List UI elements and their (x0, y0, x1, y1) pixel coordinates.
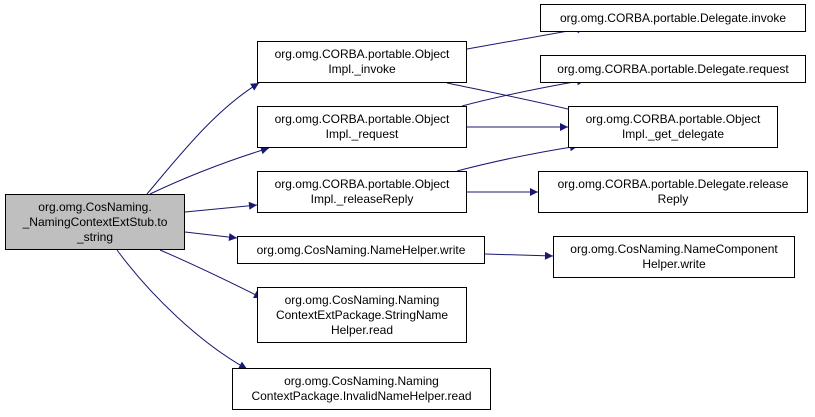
node-label-line: org.omg.CosNaming.Naming (284, 374, 439, 388)
node-label-line: org.omg.CORBA.portable.Object (585, 112, 761, 126)
node-label-line: org.omg.CORBA.portable.Object (274, 177, 450, 191)
edge-objimpl_request-to-delegate_request (461, 77, 586, 107)
node-label-line: org.omg.CosNaming.Naming (284, 292, 440, 307)
node-label-line: Impl._get_delegate (621, 127, 725, 141)
node-label-line: org.omg.CORBA.portable.Object (274, 112, 450, 126)
edge-namehelper_write-to-namecomponenthelper_write (484, 251, 554, 260)
node-label-line: org.omg.CosNaming.NameHelper.write (256, 242, 466, 257)
node-label-line: org.omg.CORBA.portable.Delegate.invoke (559, 10, 787, 25)
node-label-line: Impl._releaseReply (310, 192, 414, 206)
node-label-line: Impl._invoke (328, 62, 396, 76)
node-label-line: Impl._request (325, 127, 399, 141)
node-delegate-invoke[interactable]: org.omg.CORBA.portable.Delegate.invoke (540, 4, 806, 32)
edge-to_string-to-namehelper_write (184, 231, 238, 242)
node-label-line: org.omg.CosNaming.NameComponent (570, 242, 778, 256)
node-to-string[interactable]: org.omg.CosNaming._NamingContextExtStub.… (5, 194, 185, 250)
node-label-line: Reply (657, 192, 689, 206)
node-label-line: Helper.read (330, 322, 394, 337)
node-label-line: ContextPackage.InvalidNameHelper.read (251, 389, 472, 403)
node-label-line: ContextExtPackage.StringName (275, 307, 449, 322)
node-label-line: Helper.write (642, 257, 706, 271)
edge-to_string-to-objimpl_invoke (146, 82, 260, 195)
node-label-line: org.omg.CORBA.portable.Delegate.request (557, 61, 789, 76)
node-label-line: org.omg.CORBA.portable.Object (274, 47, 450, 61)
edge-objimpl_releasereply-to-objimpl_get_delegate (456, 143, 579, 172)
node-label-line: org.omg.CORBA.portable.Delegate.release (557, 177, 789, 191)
node-delegate-request[interactable]: org.omg.CORBA.portable.Delegate.request (540, 55, 806, 83)
node-namehelper-write[interactable]: org.omg.CosNaming.NameHelper.write (237, 236, 485, 264)
node-label-line: _string (76, 229, 114, 244)
node-label-line: org.omg.CosNaming. (38, 199, 152, 214)
edge-to_string-to-objimpl_releasereply (184, 201, 258, 213)
edge-to_string-to-invalidnamehelper_read (116, 249, 248, 370)
node-label-line: _NamingContextExtStub.to (22, 214, 168, 229)
edge-to_string-to-objimpl_request (149, 146, 270, 195)
edge-objimpl_invoke-to-objimpl_get_delegate (446, 82, 581, 114)
edge-to_string-to-stringnamehelper_read (159, 249, 263, 299)
